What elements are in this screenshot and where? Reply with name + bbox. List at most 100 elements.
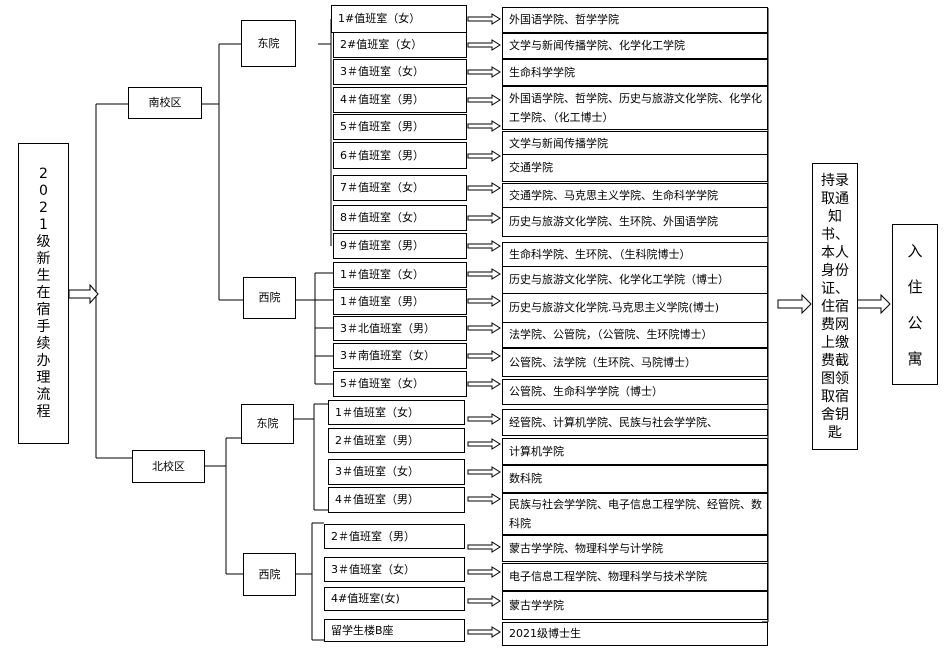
- duty-room-label: 5＃值班室（男）: [340, 120, 424, 133]
- duty-room: 1＃值班室（女）: [328, 400, 465, 425]
- room-to-dept-arrow: [467, 212, 501, 224]
- duty-room-label: 4＃值班室（男）: [340, 93, 424, 106]
- duty-room-label: 3＃值班室（女）: [335, 465, 419, 478]
- duty-room: 4#值班室(女): [324, 587, 465, 611]
- courtyard-north-west: 西院: [243, 553, 296, 596]
- courtyard-label: 东院: [256, 417, 279, 430]
- room-to-dept-arrow: [467, 493, 501, 505]
- duty-room-label: 留学生楼B座: [331, 623, 394, 637]
- duty-room: 8＃值班室（女）: [333, 205, 467, 231]
- dept-box: 历史与旅游文化学院、生环院、外国语学院: [502, 207, 768, 237]
- duty-room: 2#值班室（女）: [333, 32, 467, 58]
- room-to-dept-arrow: [467, 595, 501, 607]
- dept-box: 文学与新闻传播学院: [502, 131, 768, 157]
- dept-text: 历史与旅游文化学院、化学化工学院（博士）: [509, 273, 729, 286]
- dept-text: 生命科学学院: [509, 65, 575, 79]
- duty-room: 2＃值班室（男）: [324, 524, 465, 549]
- dept-text: 历史与旅游文化学院、生环院、外国语学院: [509, 215, 718, 228]
- dept-text: 历史与旅游文化学院.马克思主义学院(博士): [509, 301, 720, 314]
- dept-text: 文学与新闻传播学院、化学化工学院: [509, 39, 685, 52]
- duty-room: 5＃值班室（女）: [333, 371, 467, 397]
- room-to-dept-arrow: [467, 182, 501, 194]
- room-to-dept-arrow: [467, 626, 501, 638]
- duty-room: 4＃值班室（男）: [328, 487, 465, 513]
- campus-north: 北校区: [132, 450, 205, 483]
- room-to-dept-arrow: [467, 378, 501, 390]
- campus-south-label: 南校区: [148, 96, 182, 109]
- dept-text: 蒙古学学院、物理科学与计学院: [509, 541, 663, 555]
- duty-room: 1#值班室（女）: [331, 5, 467, 33]
- dept-box: 交通学院: [502, 154, 768, 182]
- dept-text: 经管院、计算机学院、民族与社会学学院、: [509, 415, 718, 429]
- procedure-box: 持录取通知书、本人身份证、住宿费网上缴费截图领取宿舍钥匙: [812, 163, 858, 450]
- room-to-dept-arrow: [467, 150, 501, 162]
- dept-text: 法学院、公管院，（公管院、生环院博士）: [509, 328, 713, 341]
- duty-room: 3＃值班室（女）: [328, 459, 465, 485]
- dept-box: 蒙古学学院: [502, 591, 768, 620]
- dept-box: 计算机学院: [502, 438, 768, 465]
- duty-room-label: 7＃值班室（女）: [340, 181, 424, 194]
- duty-room-label: 4#值班室(女): [331, 592, 400, 605]
- duty-room: 留学生楼B座: [324, 619, 465, 642]
- dept-box: 历史与旅游文化学院、化学化工学院（博士）: [502, 266, 768, 294]
- room-to-dept-arrow: [467, 466, 501, 478]
- duty-room: 2＃值班室（男）: [328, 428, 465, 453]
- duty-room: 3＃值班室（女）: [324, 557, 465, 582]
- room-to-dept-arrow: [467, 66, 501, 78]
- room-to-dept-arrow: [467, 350, 501, 362]
- room-to-dept-arrow: [467, 413, 501, 425]
- duty-room: 3＃南值班室（女）: [333, 343, 467, 369]
- duty-room-label: 1#值班室（女）: [338, 12, 421, 25]
- duty-room-label: 2＃值班室（男）: [335, 433, 419, 447]
- duty-room: 9＃值班室（男）: [333, 233, 467, 259]
- arrow-procedure-to-final: [856, 293, 891, 315]
- dept-text: 文学与新闻传播学院: [509, 137, 608, 150]
- room-to-dept-arrow: [467, 13, 501, 25]
- dept-text: 交通学院: [509, 161, 553, 174]
- title-box: 2021级新生在宿手续办理流程: [18, 143, 69, 444]
- room-to-dept-arrow: [467, 295, 501, 307]
- dept-text: 生命科学院、生环院、（生科院博士）: [509, 248, 691, 261]
- dept-box: 生命科学学院: [502, 59, 768, 86]
- dept-text: 公管院、法学院（生环院、马院博士）: [509, 355, 696, 369]
- duty-room-label: 9＃值班室（男）: [340, 239, 424, 252]
- dept-box: 生命科学院、生环院、（生科院博士）: [502, 242, 768, 268]
- dept-text: 数科院: [509, 472, 542, 485]
- duty-room-label: 1＃值班室（男）: [340, 295, 424, 308]
- duty-room-label: 4＃值班室（男）: [335, 493, 419, 506]
- courtyard-label: 西院: [258, 291, 281, 304]
- final-step-box: 入住公寓: [892, 224, 938, 385]
- duty-room-label: 8＃值班室（女）: [340, 211, 424, 224]
- duty-room: 3＃北值班室（男）: [333, 316, 467, 341]
- duty-room: 5＃值班室（男）: [333, 114, 467, 140]
- duty-room-label: 2＃值班室（男）: [331, 529, 415, 543]
- dept-text: 公管院、生命科学学院（博士）: [509, 385, 663, 398]
- courtyard-north-east: 东院: [241, 404, 294, 444]
- dept-text: 电子信息工程学院、物理科学与技术学院: [509, 570, 707, 583]
- duty-room-label: 5＃值班室（女）: [340, 377, 424, 390]
- dept-box: 数科院: [502, 465, 768, 493]
- room-to-dept-arrow: [467, 566, 501, 578]
- duty-room-label: 1＃值班室（女）: [340, 268, 424, 281]
- dept-text: 蒙古学学院: [509, 598, 564, 612]
- procedure-text: 持录取通知书、本人身份证、住宿费网上缴费截图领取宿舍钥匙: [821, 172, 849, 441]
- dept-box: 蒙古学学院、物理科学与计学院: [502, 535, 768, 562]
- dept-box: 2021级博士生: [502, 622, 768, 646]
- arrow-title-to-campus: [68, 283, 99, 305]
- duty-room-label: 2#值班室（女）: [340, 38, 423, 51]
- dept-box: 公管院、法学院（生环院、马院博士）: [502, 348, 768, 377]
- dept-box: 电子信息工程学院、物理科学与技术学院: [502, 563, 768, 591]
- duty-room-label: 3＃值班室（女）: [331, 562, 415, 576]
- dept-box: 外国语学院、哲学学院: [502, 7, 768, 33]
- room-to-dept-arrow: [467, 94, 501, 106]
- campus-north-label: 北校区: [152, 459, 185, 473]
- duty-room: 6＃值班室（男）: [333, 142, 467, 169]
- arrow-depts-to-procedure: [777, 293, 812, 315]
- dept-text: 计算机学院: [509, 444, 564, 458]
- campus-south: 南校区: [128, 87, 202, 119]
- dept-box: 文学与新闻传播学院、化学化工学院: [502, 33, 768, 59]
- dept-text: 交通学院、马克思主义学院、生命科学学院: [509, 189, 718, 202]
- dept-box: 经管院、计算机学院、民族与社会学学院、: [502, 409, 768, 436]
- courtyard-label: 西院: [258, 567, 281, 581]
- duty-room: 7＃值班室（女）: [333, 175, 467, 201]
